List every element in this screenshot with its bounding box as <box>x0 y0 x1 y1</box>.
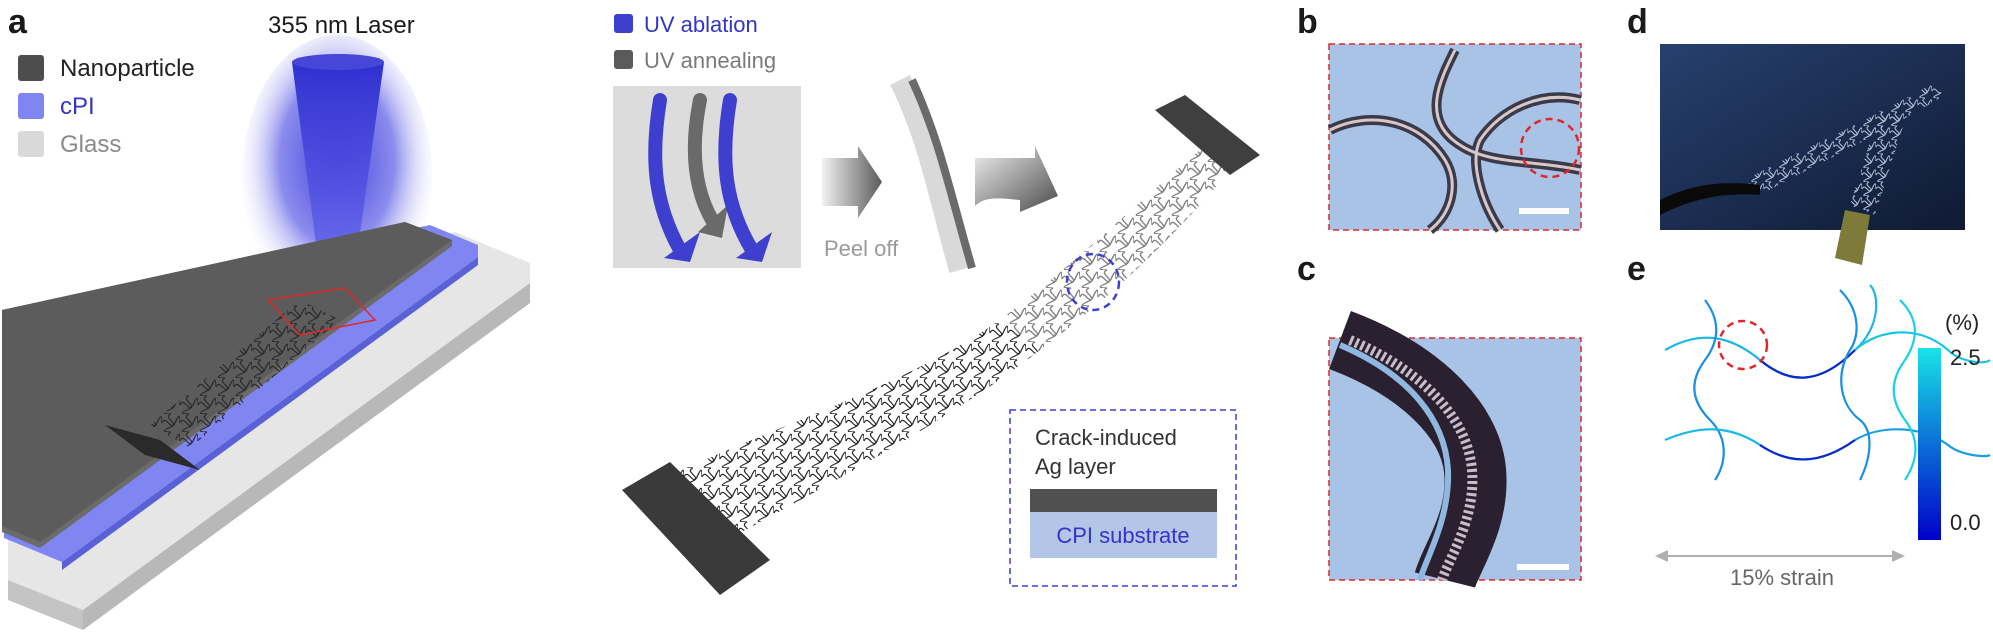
contact-pad-bottom <box>622 462 770 595</box>
panel-label-d: d <box>1627 3 1648 41</box>
stretchable-mesh <box>622 95 1260 595</box>
sample-stack <box>2 222 530 630</box>
legend-swatch-uv-annealing <box>614 50 633 69</box>
peeled-glass-layer <box>890 75 971 274</box>
mesh-ribbon-far <box>1000 150 1230 350</box>
colorbar <box>1918 348 1941 540</box>
legend-label-uv-annealing: UV annealing <box>644 48 776 73</box>
strain-highlight <box>1717 319 1769 371</box>
panel-label-b: b <box>1297 3 1318 41</box>
serpentine-pattern <box>150 300 340 448</box>
panel-label-c: c <box>1297 250 1316 288</box>
legend-label-cpi: cPI <box>60 93 95 120</box>
mesh-highlight-circle <box>1065 252 1121 312</box>
legend-swatch-glass <box>18 131 44 157</box>
device-photo-pad <box>1835 210 1870 265</box>
crack-inset-line1: Crack-induced <box>1035 425 1177 450</box>
scale-bar-c <box>1517 564 1569 570</box>
uv-ablation-arrow-2 <box>718 93 759 257</box>
contact-pad-a <box>105 425 200 470</box>
legend-swatch-nanoparticle <box>18 55 44 81</box>
laser-spot-box <box>266 287 377 336</box>
panel-label-e: e <box>1627 250 1646 288</box>
laser-aperture <box>292 54 384 70</box>
glass-side-left <box>8 580 83 630</box>
micrograph-b-highlight <box>1519 117 1581 179</box>
cpi-side <box>62 257 478 570</box>
strain-simulation <box>1664 284 1991 481</box>
uv-ablation-arrowhead-1 <box>664 232 700 262</box>
device-photo-mesh-strip <box>1850 110 1905 215</box>
strain-arrowhead-left <box>1655 550 1668 562</box>
legend-swatch-uv-ablation <box>614 14 633 33</box>
legend-swatch-cpi <box>18 93 44 119</box>
uv-ablation-arrowhead-2 <box>736 232 772 262</box>
crack-inset: Crack-induced Ag layer CPI substrate <box>1009 409 1237 587</box>
strain-label: 15% strain <box>1730 565 1834 590</box>
colorbar-min-label: 0.0 <box>1950 510 1981 535</box>
layer-legend: Nanoparticle cPI Glass <box>18 55 195 158</box>
laser-beam <box>292 62 384 290</box>
process-box <box>613 86 801 268</box>
process-arrow-2 <box>975 146 1058 212</box>
scale-bar-b <box>1519 208 1569 214</box>
legend-label-glass: Glass <box>60 131 121 158</box>
crack-inset-line2: Ag layer <box>1035 454 1116 479</box>
colorbar-unit: (%) <box>1945 310 1979 335</box>
peeled-silver-layer <box>908 78 976 270</box>
uv-ablation-arrow-1 <box>648 93 687 257</box>
micrograph-b-traces <box>1327 47 1582 234</box>
mesh-ribbon <box>640 150 1230 560</box>
uv-annealing-arrow <box>687 93 719 227</box>
glass-side-right <box>83 283 530 630</box>
cpi-substrate-label: CPI substrate <box>1056 523 1189 548</box>
device-photo-tweezers <box>1660 183 1760 215</box>
micrograph-c-trace <box>1328 310 1507 590</box>
process-arrow-1 <box>822 146 882 218</box>
peel-off-label: Peel off <box>824 236 899 261</box>
legend-label-nanoparticle: Nanoparticle <box>60 55 195 82</box>
process-legend: UV ablation UV annealing <box>614 12 776 73</box>
uv-annealing-arrowhead <box>698 205 728 238</box>
colorbar-max-label: 2.5 <box>1950 345 1981 370</box>
cpi-substrate-bar <box>1030 512 1217 558</box>
contact-pad-top <box>1155 95 1260 175</box>
laser-label: 355 nm Laser <box>268 12 415 39</box>
device-photo-mesh <box>1745 85 1945 195</box>
panel-label-a: a <box>8 3 28 41</box>
strain-arrowhead-right <box>1892 550 1905 562</box>
device-photo <box>1660 44 1965 230</box>
legend-label-uv-ablation: UV ablation <box>644 12 758 37</box>
ag-layer-bar <box>1030 489 1217 512</box>
